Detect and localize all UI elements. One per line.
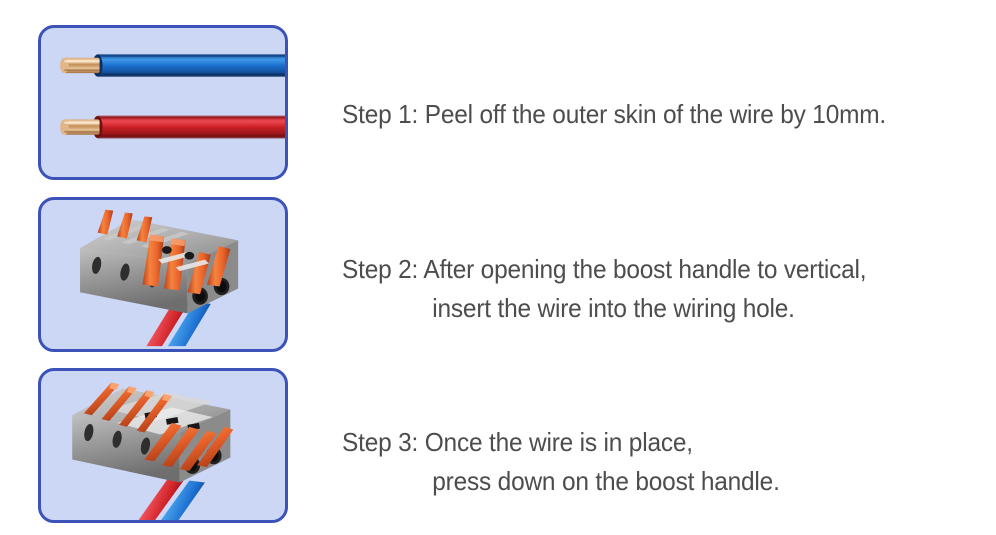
boost-levers-closed bbox=[83, 382, 234, 471]
step-2-line-1: Step 2: After opening the boost handle t… bbox=[342, 254, 867, 284]
step-2-text: Step 2: After opening the boost handle t… bbox=[342, 250, 972, 328]
step-1-text: Step 1: Peel off the outer skin of the w… bbox=[342, 95, 972, 134]
stripped-wires-illustration bbox=[38, 25, 288, 180]
step-3-text: Step 3: Once the wire is in place, press… bbox=[342, 423, 972, 501]
step-2-line-2: insert the wire into the wiring hole. bbox=[432, 293, 795, 323]
step-3-line-2: press down on the boost handle. bbox=[432, 466, 780, 496]
step-1-line-1: Step 1: Peel off the outer skin of the w… bbox=[342, 99, 887, 129]
clamp-bars bbox=[158, 246, 209, 272]
stripped-wires-graphic bbox=[60, 53, 285, 139]
connector-levers-closed-illustration bbox=[38, 368, 288, 523]
connector-closed-graphic bbox=[72, 382, 234, 520]
connector-open-graphic bbox=[80, 209, 239, 347]
connected-wires bbox=[138, 478, 205, 520]
blue-wire bbox=[60, 53, 285, 78]
red-wire bbox=[60, 115, 285, 139]
connector-levers-open-illustration bbox=[38, 197, 288, 352]
step-3-line-1: Step 3: Once the wire is in place, bbox=[342, 427, 693, 457]
